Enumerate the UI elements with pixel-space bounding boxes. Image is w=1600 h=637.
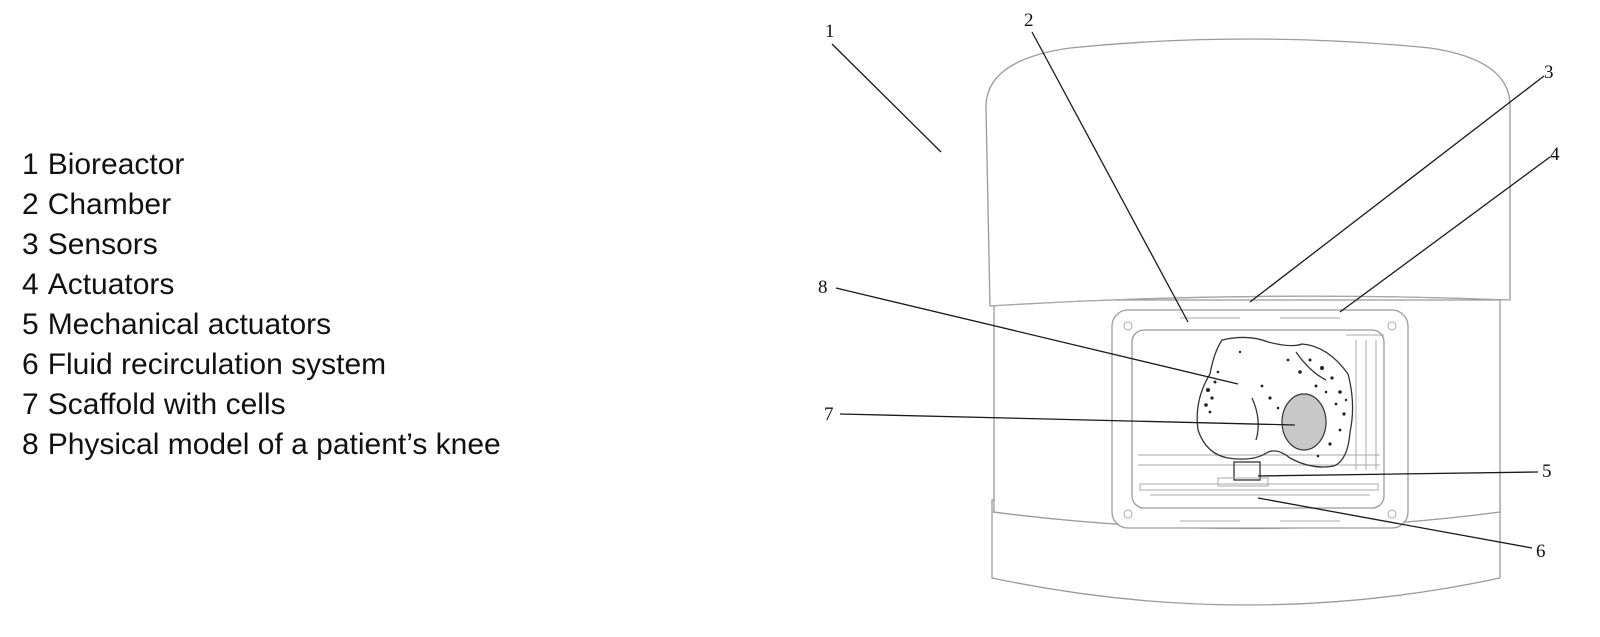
leader-line-2 — [1031, 31, 1189, 323]
leader-line-4 — [1339, 156, 1551, 313]
bioreactor-lid — [985, 38, 1511, 307]
callout-6: 6 — [1536, 541, 1546, 562]
legend-label: Actuators — [47, 268, 175, 301]
legend-label: Fluid recirculation system — [47, 348, 387, 381]
legend-number: 2 — [22, 188, 39, 221]
callout-numbers: 1 2 3 4 5 6 7 8 — [818, 10, 1560, 562]
mechanical-actuator — [1217, 461, 1269, 487]
legend-label: Physical model of a patient’s knee — [47, 428, 501, 461]
legend-number: 7 — [22, 388, 39, 421]
callout-7: 7 — [824, 404, 834, 425]
actuator-frame — [1138, 334, 1384, 496]
callout-8: 8 — [818, 277, 828, 298]
callout-4: 4 — [1550, 144, 1560, 165]
callout-2: 2 — [1024, 10, 1034, 31]
knee-model — [1196, 336, 1354, 468]
legend-number: 3 — [22, 228, 39, 261]
legend-label: Scaffold with cells — [47, 388, 286, 421]
leader-line-1 — [831, 43, 942, 153]
scaffold — [1281, 393, 1327, 451]
legend-label: Sensors — [47, 228, 158, 261]
leader-line-5 — [1257, 471, 1539, 477]
legend-number: 4 — [22, 268, 39, 301]
leader-line-3 — [1249, 75, 1545, 303]
callout-3: 3 — [1544, 62, 1554, 83]
legend-label: Mechanical actuators — [47, 308, 332, 341]
legend-number: 5 — [22, 308, 39, 341]
legend-number: 8 — [22, 428, 39, 461]
callout-5: 5 — [1542, 461, 1552, 482]
legend-number: 1 — [22, 148, 39, 181]
legend-number: 6 — [22, 348, 39, 381]
leader-line-7 — [839, 413, 1296, 426]
callout-1: 1 — [825, 21, 835, 42]
legend-label: Chamber — [47, 188, 172, 221]
legend-label: Bioreactor — [47, 148, 185, 181]
leader-line-6 — [1257, 497, 1533, 549]
leader-lines — [831, 31, 1551, 549]
leader-line-8 — [835, 287, 1239, 385]
